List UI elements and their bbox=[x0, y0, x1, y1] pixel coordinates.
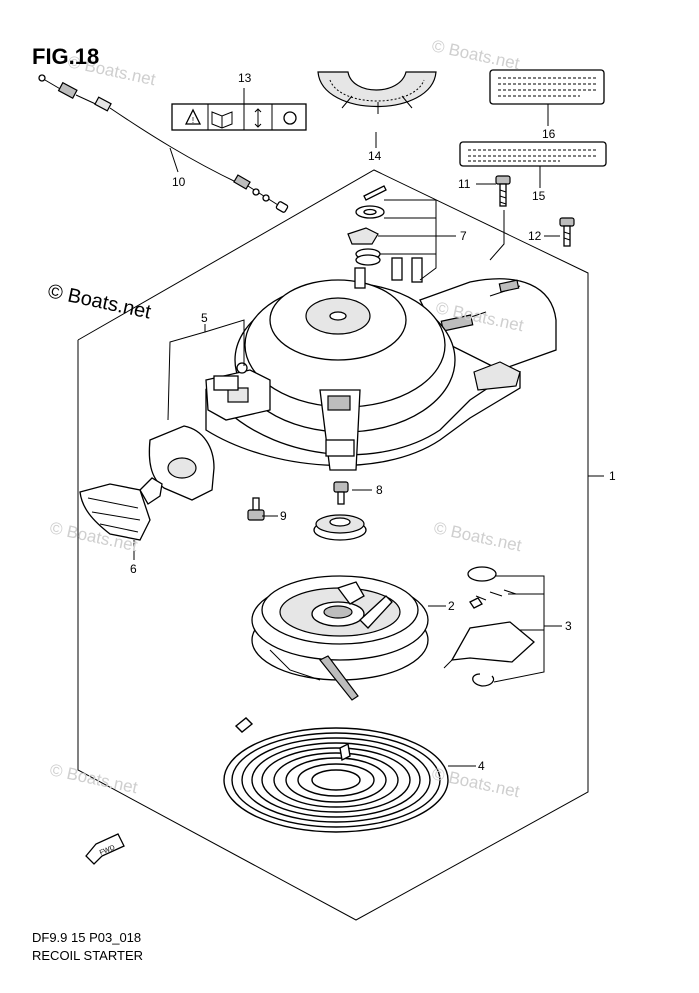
svg-text:!: ! bbox=[192, 116, 194, 125]
figure-title: FIG.18 bbox=[32, 44, 100, 69]
figure-code: DF9.9 15 P03_018 bbox=[32, 930, 142, 945]
callout-1: 1 bbox=[609, 469, 616, 483]
part-2-reel bbox=[251, 575, 429, 701]
part-14-arc-decal bbox=[317, 71, 437, 114]
fwd-arrow-marker: FWD bbox=[85, 833, 125, 865]
callout-5: 5 bbox=[201, 311, 208, 325]
part-10-cable bbox=[38, 74, 289, 213]
leader-lines bbox=[133, 88, 604, 767]
callout-10: 10 bbox=[172, 175, 186, 189]
part-cap bbox=[313, 514, 367, 541]
part-13-warning-label: ! bbox=[171, 103, 307, 131]
arrow-updown-icon bbox=[254, 108, 262, 128]
callout-labels: 1 2 3 4 5 6 7 8 9 10 11 12 13 14 15 16 bbox=[130, 71, 616, 773]
assembly-frame bbox=[77, 169, 589, 921]
callout-11: 11 bbox=[458, 177, 471, 191]
part-5-starter-housing bbox=[205, 257, 557, 471]
part-16-label bbox=[489, 69, 605, 105]
callout-2: 2 bbox=[448, 599, 455, 613]
callout-4: 4 bbox=[478, 759, 485, 773]
callout-14: 14 bbox=[368, 149, 382, 163]
figure-name: RECOIL STARTER bbox=[32, 948, 144, 963]
callout-13: 13 bbox=[238, 71, 252, 85]
part-4-spiral-spring bbox=[223, 717, 449, 833]
callout-12: 12 bbox=[528, 229, 542, 243]
part-7-hardware-stack bbox=[347, 185, 387, 266]
round-knob-icon bbox=[283, 111, 297, 125]
callout-3: 3 bbox=[565, 619, 572, 633]
warning-triangle-icon bbox=[184, 108, 202, 125]
part-15-label bbox=[459, 141, 607, 167]
part-3-pawl-set bbox=[443, 566, 535, 687]
callout-9: 9 bbox=[280, 509, 287, 523]
part-9-bolt bbox=[247, 497, 265, 521]
callout-15: 15 bbox=[532, 189, 546, 203]
part-11-bolt bbox=[495, 175, 511, 207]
callout-8: 8 bbox=[376, 483, 383, 497]
part-8-bolt bbox=[333, 481, 349, 505]
callout-7: 7 bbox=[460, 229, 467, 243]
callout-16: 16 bbox=[542, 127, 556, 141]
part-6-starter-handle bbox=[79, 425, 215, 541]
part-12-bolt bbox=[559, 217, 575, 247]
callout-6: 6 bbox=[130, 562, 137, 576]
